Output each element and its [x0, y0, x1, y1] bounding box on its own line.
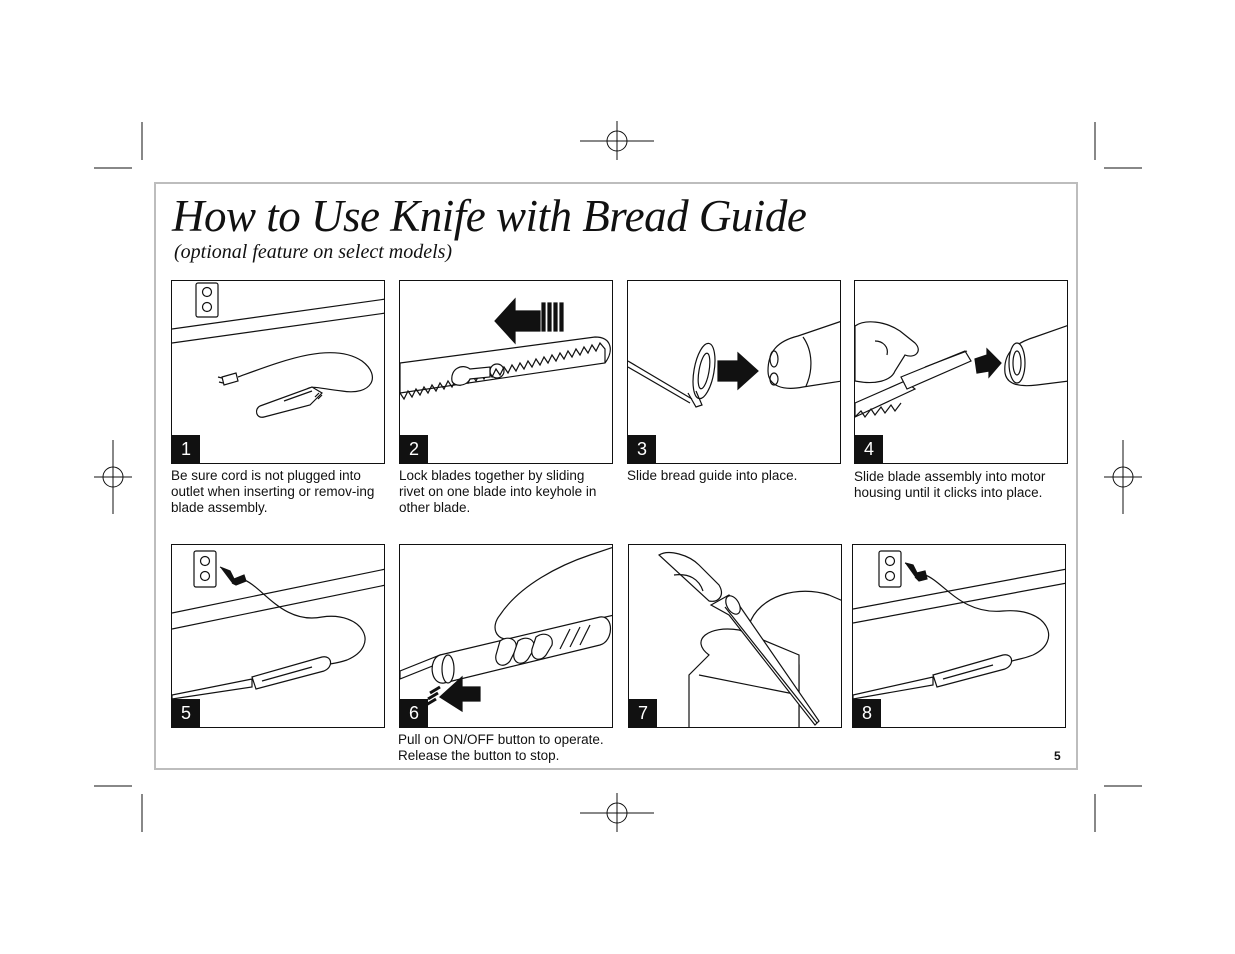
plug-in-illustration: [172, 550, 384, 700]
step-2-caption: Lock blades together by sliding rivet on…: [399, 468, 597, 515]
step-6-caption: Pull on ON/OFF button to operate. Releas…: [398, 732, 604, 763]
unplug-illustration: [853, 550, 1065, 700]
step-7-illustration: 7: [628, 544, 842, 728]
step-number-badge: 5: [172, 699, 200, 727]
outlet-unplugged-illustration: [172, 282, 384, 418]
step-4-illustration: 4: [854, 280, 1068, 464]
step-6-illustration: 6: [399, 544, 613, 728]
step-2-illustration: 2: [399, 280, 613, 464]
bread-guide-illustration: [628, 321, 840, 408]
step-3-illustration: 3: [627, 280, 841, 464]
step-1-caption: Be sure cord is not plugged into outlet …: [171, 468, 375, 515]
page-title: How to Use Knife with Bread Guide: [172, 191, 807, 241]
step-number-badge: 7: [629, 699, 657, 727]
step-3-caption: Slide bread guide into place.: [627, 468, 798, 483]
blade-lock-illustration: [400, 297, 611, 401]
step-5-illustration: 5: [171, 544, 385, 728]
step-number-badge: 2: [400, 435, 428, 463]
insert-blade-illustration: [855, 321, 1067, 419]
step-number-badge: 4: [855, 435, 883, 463]
press-button-illustration: [400, 547, 612, 713]
step-4-caption: Slide blade assembly into motor housing …: [854, 469, 1046, 500]
step-1-illustration: 1: [171, 280, 385, 464]
page-subtitle: (optional feature on select models): [174, 241, 453, 263]
step-number-badge: 6: [400, 699, 428, 727]
step-8-illustration: 8: [852, 544, 1066, 728]
step-number-badge: 1: [172, 435, 200, 463]
step-number-badge: 8: [853, 699, 881, 727]
slicing-bread-illustration: [658, 552, 841, 727]
page-number: 5: [1054, 749, 1061, 763]
step-number-badge: 3: [628, 435, 656, 463]
